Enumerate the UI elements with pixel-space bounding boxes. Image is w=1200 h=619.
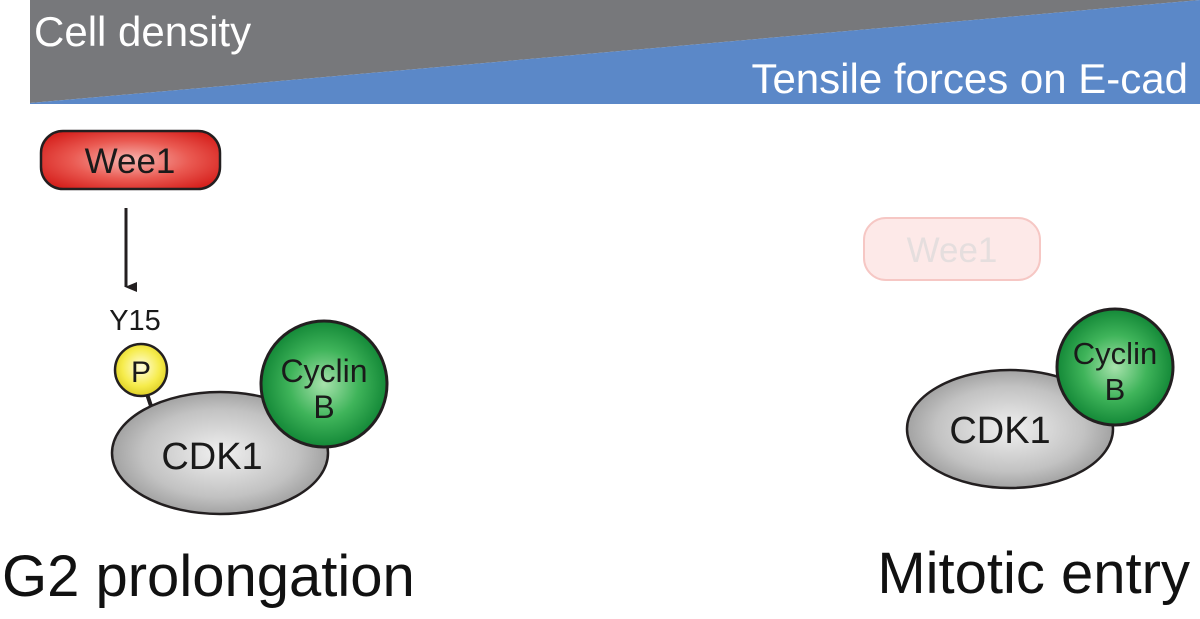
mitotic-entry-caption: Mitotic entry — [877, 541, 1190, 606]
tensile-force-label: Tensile forces on E-cad — [751, 55, 1188, 102]
phosphate-icon — [113, 342, 169, 398]
cyclin-label-right: Cyclin — [1073, 336, 1157, 371]
cyclin-label-left: Cyclin — [280, 353, 367, 389]
cdk1-label-right: CDK1 — [949, 410, 1050, 452]
cyclin-b-circle-left — [259, 319, 389, 449]
cyclin-b-circle-right — [1055, 307, 1175, 427]
y15-site-label: Y15 — [109, 305, 161, 337]
left-state: Wee1 Y15 P CDK1 Cyclin B G2 prolongation — [2, 129, 415, 609]
cyclin-b-letter-right: B — [1105, 372, 1126, 407]
cyclin-b-letter-left: B — [313, 389, 334, 425]
g2-prolongation-caption: G2 prolongation — [2, 544, 415, 609]
cdk1-label-left: CDK1 — [161, 436, 262, 478]
tensile-force-wedge — [30, 0, 1200, 104]
wee1-label-faded: Wee1 — [907, 231, 998, 270]
right-state: Wee1 CDK1 Cyclin B Mitotic entry — [863, 217, 1190, 606]
wee1-box-active — [39, 129, 222, 191]
wee1-box-faded — [863, 217, 1041, 281]
cdk1-blob-right — [905, 368, 1115, 490]
cell-density-label: Cell density — [34, 8, 251, 55]
wee1-label-active: Wee1 — [85, 142, 176, 181]
phosphate-label: P — [131, 356, 151, 389]
